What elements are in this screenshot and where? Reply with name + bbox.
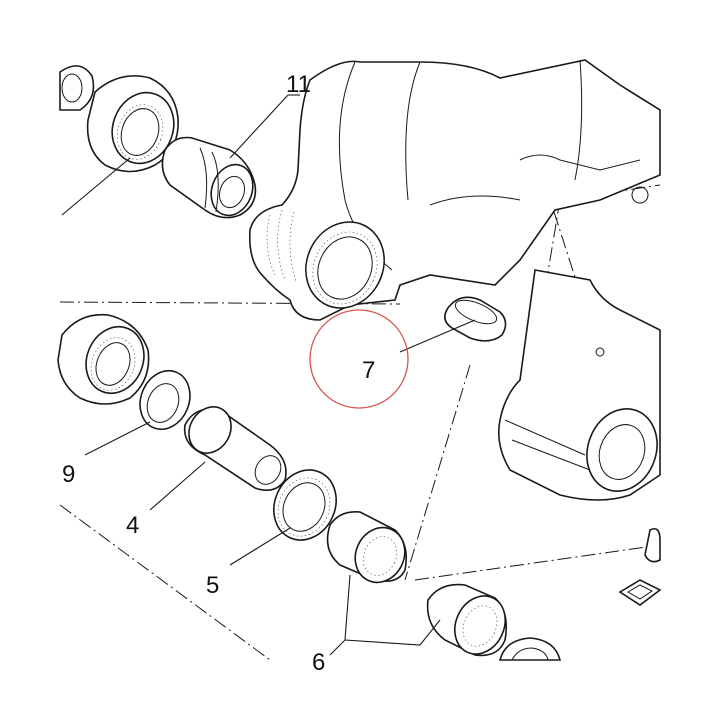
right-margin xyxy=(662,0,720,720)
partial-ring-top-left xyxy=(59,65,95,111)
pin-4 xyxy=(183,406,287,491)
bottom-margin xyxy=(0,662,720,720)
callout-11: 11 xyxy=(286,71,311,98)
housing-arm-right xyxy=(497,269,661,501)
middle-bushing xyxy=(57,313,150,405)
callout-9: 9 xyxy=(62,461,75,488)
top-bushing xyxy=(86,75,179,173)
callout-4: 4 xyxy=(126,512,139,539)
partial-ring-bottom-right xyxy=(498,637,562,661)
leader-lines xyxy=(61,94,476,656)
callout-7: 7 xyxy=(362,357,375,384)
sleeve-6-upper xyxy=(326,510,408,584)
ring-5 xyxy=(273,469,337,541)
sleeve-6-lower xyxy=(426,583,508,657)
oval-plug xyxy=(444,296,507,342)
bracket-detail xyxy=(618,527,662,606)
highlight-circle xyxy=(309,309,409,409)
thin-ring-9 xyxy=(139,369,191,431)
callout-5: 5 xyxy=(206,572,219,599)
callout-6: 6 xyxy=(312,649,325,676)
main-housing xyxy=(248,59,661,321)
top-pin xyxy=(161,136,257,219)
